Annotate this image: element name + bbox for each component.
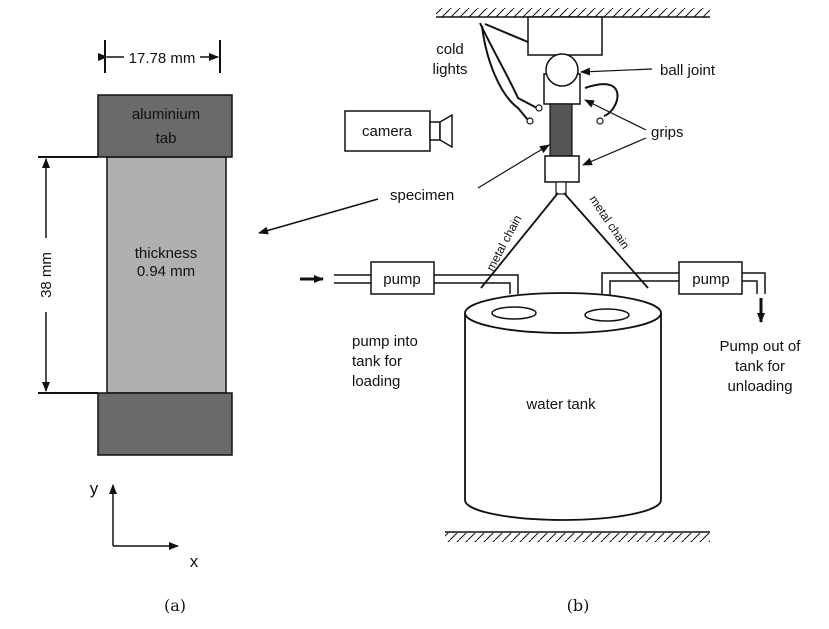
- metal-chain-right-label: metal chain: [587, 193, 633, 252]
- cold-lights-line1: cold: [436, 41, 464, 58]
- grips-label: grips: [651, 124, 684, 141]
- unload-line1: Pump out of: [720, 338, 802, 355]
- unloading-note: Pump out of tank for unloading: [720, 338, 802, 395]
- load-line1: pump into: [352, 333, 418, 350]
- specimen-pointer-arrow-a: [258, 198, 379, 235]
- tab-label-line1: aluminium: [132, 106, 200, 123]
- tab-label-line2: tab: [156, 130, 177, 147]
- width-label: 17.78 mm: [129, 50, 196, 67]
- ball-joint-label: ball joint: [660, 62, 716, 79]
- pump-left-label: pump: [383, 271, 421, 288]
- load-line2: tank for: [352, 353, 402, 370]
- grips-pointer-lower: [582, 137, 647, 166]
- caption-b: (b): [567, 596, 590, 615]
- loading-note: pump into tank for loading: [352, 333, 418, 390]
- unload-line3: unloading: [727, 378, 792, 395]
- chain-right: [563, 192, 649, 289]
- water-tank-label: water tank: [525, 396, 596, 413]
- chain-left: [480, 192, 559, 289]
- specimen-pointer-b: [477, 144, 550, 189]
- floor: [445, 531, 710, 542]
- aluminium-tab-bottom: [97, 392, 233, 456]
- cold-lights-line2: lights: [432, 61, 467, 78]
- pump-right-label: pump: [692, 271, 730, 288]
- grips-pointer-upper: [584, 99, 647, 131]
- specimen-label: specimen: [390, 187, 454, 204]
- ceiling-mount: [527, 16, 603, 56]
- camera: camera: [344, 110, 453, 152]
- water-tank: water tank: [464, 292, 662, 521]
- axis-x-label: x: [190, 552, 199, 571]
- panel-b: cold lights ball joint grips camera spec…: [300, 8, 801, 615]
- height-label: 38 mm: [38, 252, 55, 298]
- height-dimension: 38 mm: [38, 156, 98, 394]
- panel-a: 17.78 mm aluminium tab thickness 0.94 mm…: [38, 40, 233, 615]
- aluminium-tab-top: [97, 94, 233, 158]
- ceiling: [436, 8, 710, 18]
- cold-lights: cold lights: [432, 22, 619, 125]
- unload-line2: tank for: [735, 358, 785, 375]
- thickness-line2: 0.94 mm: [137, 263, 195, 280]
- camera-label: camera: [362, 123, 413, 140]
- pump-left: pump: [300, 261, 519, 295]
- chain-hook: [555, 181, 567, 195]
- width-dimension: 17.78 mm: [98, 40, 221, 73]
- pump-right: pump: [601, 261, 766, 323]
- caption-a: (a): [164, 596, 186, 615]
- specimen-gauge-section: [106, 156, 227, 394]
- ball-joint: [545, 53, 579, 87]
- axes-indicator: y x: [90, 479, 199, 571]
- ball-joint-pointer: [580, 67, 653, 76]
- axis-y-label: y: [90, 479, 99, 498]
- lower-grip: [544, 155, 580, 183]
- load-line3: loading: [352, 373, 400, 390]
- thickness-line1: thickness: [135, 245, 198, 262]
- specimen-bar: [549, 103, 573, 157]
